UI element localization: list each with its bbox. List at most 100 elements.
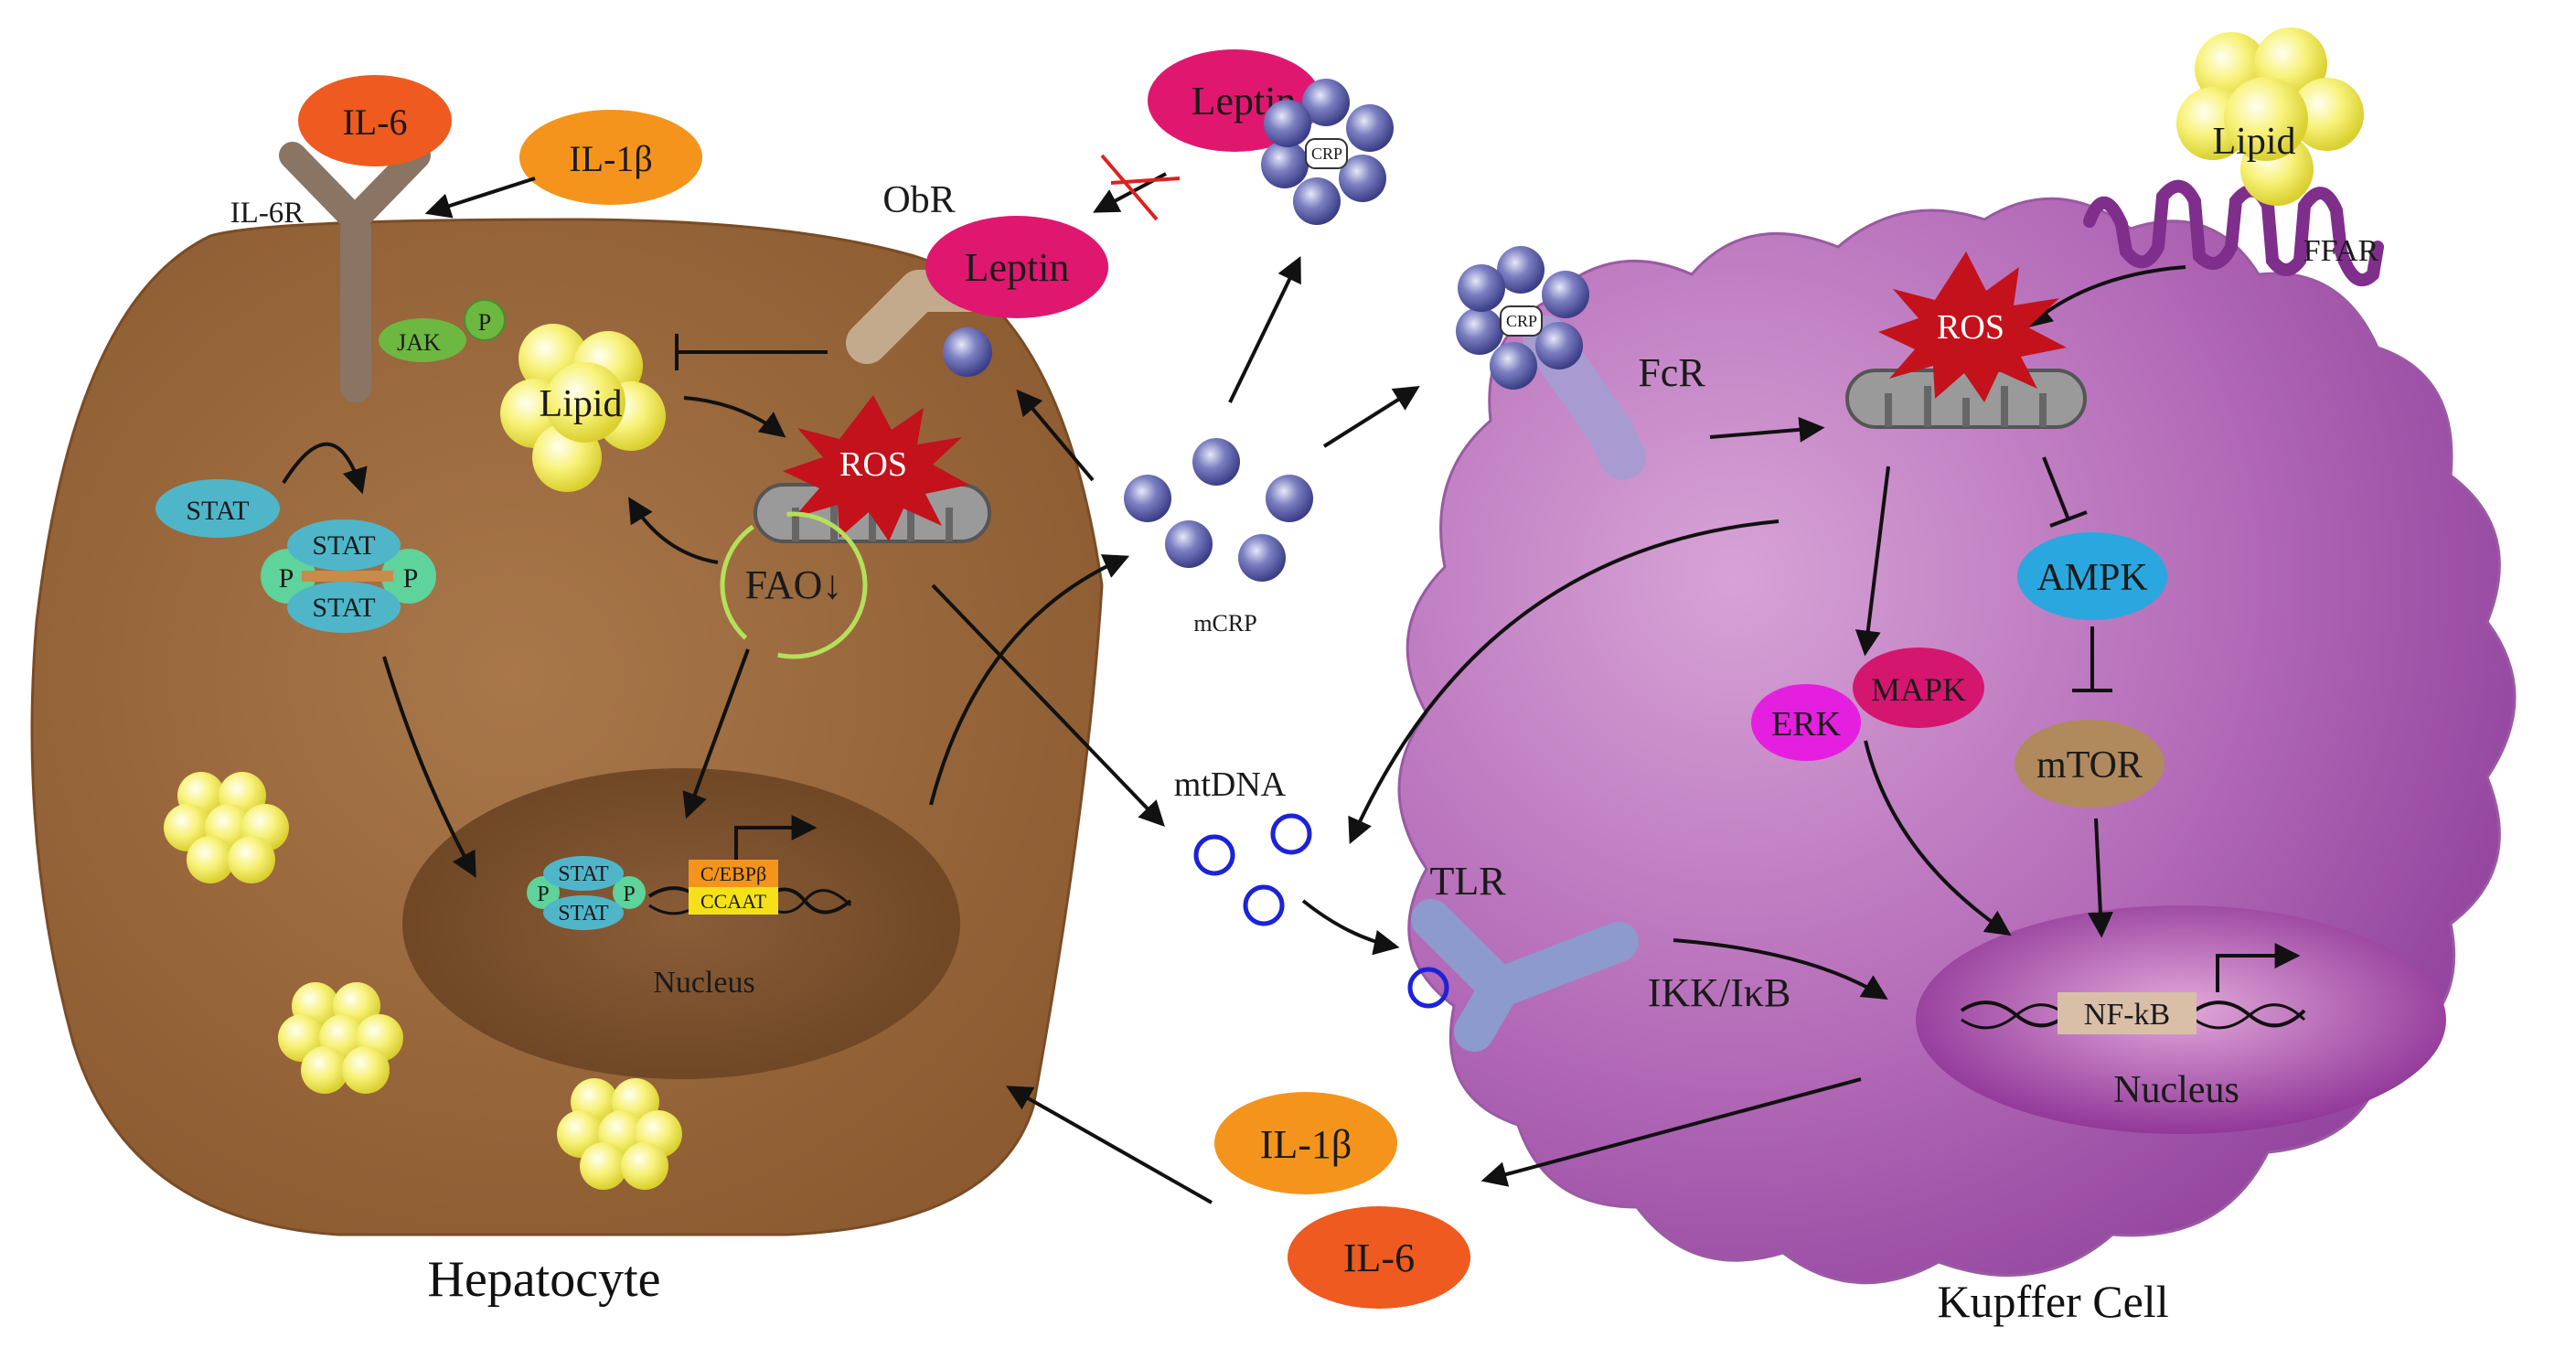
hepatocyte-nucleus [402,768,960,1079]
fcr-receptor [1523,316,1646,480]
hepatocyte-label: Hepatocyte [428,1251,661,1308]
ros-label-kupffer: ROS [1937,308,2004,347]
arrow-lipid-to-ros [683,396,786,438]
arrow-fao-to-nucleus [682,648,750,819]
ccaat-box [689,887,778,915]
fcr-label: FcR [1638,350,1705,395]
cebpb-label: C/EBPβ [700,862,766,885]
stat-dimer-p-right: P [403,563,419,594]
transcription-start-hepatocyte [734,815,818,860]
nfkb-label: NF-kB [2084,998,2170,1032]
il6r-receptor [279,142,431,402]
kupffer-nucleus-label: Nucleus [2113,1069,2239,1111]
ampk-node [2017,532,2167,620]
tlr-receptor [1411,899,1639,1052]
crp-pentamer-fcr [1456,246,1589,390]
obr-label: ObR [882,179,955,221]
ampk-label: AMPK [2036,557,2147,599]
mcrp-label: mCRP [1193,610,1256,637]
arrow-stat-to-nucleus [382,656,476,878]
il1b-ligand-bottom [1214,1092,1397,1194]
ros-burst-kupffer [1878,251,2067,402]
mitochondrion-kupffer [1845,369,2087,429]
jak-phospho [464,299,506,341]
ros-label-hepatocyte: ROS [839,445,907,484]
arrow-tlr-to-nucleus [1673,938,1888,1000]
inhibit-ros-ampk-bar [2049,510,2088,528]
il6r-label: IL-6R [230,197,305,230]
transcription-start-kupffer [2216,943,2301,992]
jak-kinase [379,318,466,362]
nuclear-stat-label-bottom: STAT [558,902,609,926]
arrow-mtor-to-nfkb [2087,818,2113,938]
il6-label-top: IL-6 [342,102,407,143]
nuclear-stat-p-left: P [537,883,549,906]
arrow-fao-to-lipid [628,497,719,564]
ccaat-label: CCAAT [700,890,767,913]
mapk-node [1853,647,1984,728]
arrow-il1b-to-il6r [424,177,536,219]
arrow-mcrp-to-fcr [1322,386,1420,448]
arrow-nucleus-to-mcrp [929,554,1130,806]
arrow-mito-to-mtdna [931,583,1165,828]
inhibit-ros-ampk [2042,456,2070,520]
stat-dimer-label-top: STAT [312,530,375,561]
block-mark-1 [1100,154,1159,221]
arrow-mtdna-to-tlr [1301,899,1400,956]
kupffer-cell-label: Kupffer Cell [1937,1276,2168,1327]
ffar-label: FFAR [2303,234,2379,268]
ikk-label: IKK/IκB [1648,970,1791,1015]
dna-strand-kupffer-2 [1961,1003,2306,1030]
stat-monomer [155,479,280,538]
stat-dimer-label-bottom: STAT [312,593,375,623]
il1b-ligand-top [519,110,702,205]
lipid-label-kupffer: Lipid [2213,121,2296,163]
jak-label: JAK [397,329,441,356]
arrow-mapk-to-nfkb [1864,740,2012,936]
crp-bead-at-obr [943,327,992,377]
nuclear-stat-p-right: P [623,883,635,906]
leptin-bound [925,216,1108,318]
arrow-mcrp-to-obr [1016,389,1095,482]
arrow-mcrp-to-crp-top [1228,255,1301,403]
mtdna-circles [1193,813,1449,1009]
lipid-droplet-storage-2 [278,982,403,1094]
mtor-label: mTOR [2036,744,2143,787]
jak-p-label: P [478,309,491,336]
ros-burst-hepatocyte [783,395,969,541]
arrow-cytokines-to-hepatocyte [1006,1086,1213,1204]
tlr-label: TLR [1429,859,1506,904]
fao-label: FAO↓ [745,562,843,607]
hepatocyte-nucleus-label: Nucleus [653,966,754,1000]
crp-label-fcr: CRP [1506,312,1537,330]
mapk-label: MAPK [1871,671,1966,708]
lipid-droplet-storage-1 [164,772,289,883]
stat-dimer-p-left: P [279,563,294,594]
arrow-nucleus-to-cytokines [1480,1077,1862,1187]
crp-label-top: CRP [1311,144,1342,163]
nfkb-box [2058,992,2197,1034]
il6-ligand-bottom [1288,1206,1470,1309]
lipid-droplet-kupffer [2176,27,2364,206]
arrow-stat-dimerize [282,442,368,495]
lipid-droplet-storage-3 [557,1078,682,1190]
fao-cycle [720,511,868,659]
erk-node [1751,684,1861,761]
arrow-ros-to-mapk [1855,465,1890,657]
stat-monomer-label: STAT [186,496,249,526]
leptin-bound-label: Leptin [965,245,1070,290]
cebpb-box [689,860,778,887]
il6-label-bottom: IL-6 [1343,1236,1415,1280]
nuclear-stat-dimer [527,856,646,930]
il6-ligand-top [298,75,452,166]
nuclear-stat-label-top: STAT [558,862,609,886]
mcrp-cluster [1124,438,1313,582]
stat-dimer [261,519,436,633]
il1b-label-top: IL-1β [569,138,652,179]
block-mark-2 [1110,177,1181,185]
erk-label: ERK [1771,705,1842,744]
lipid-label-hepatocyte: Lipid [540,383,623,425]
arrow-fcr-to-ros [1709,416,1825,443]
